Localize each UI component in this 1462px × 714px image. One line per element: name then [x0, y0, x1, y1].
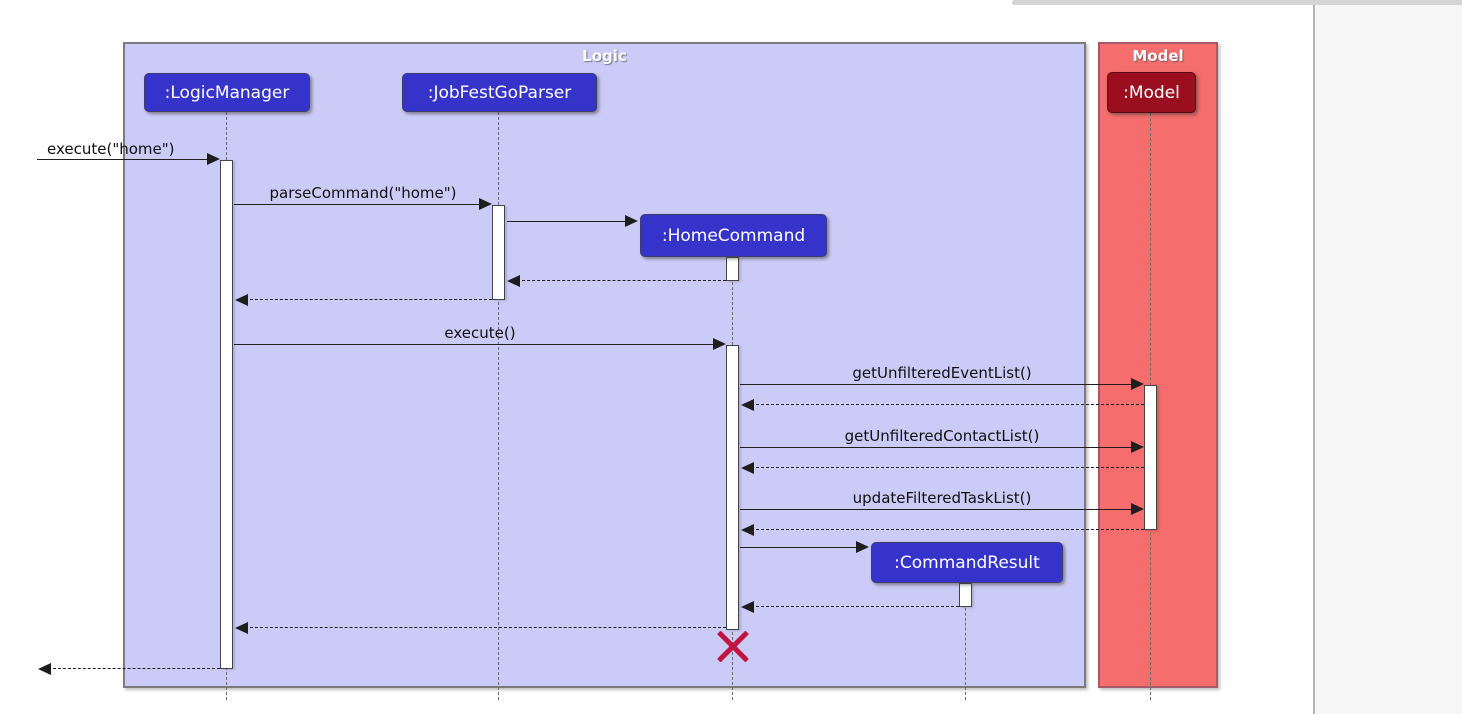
message-label-update-filtered-task-list: updateFilteredTaskList(): [852, 489, 1032, 507]
arrowhead-right-icon: [1131, 378, 1144, 390]
participant-label: :Model: [1123, 82, 1180, 103]
frame-model-title: Model: [1132, 47, 1184, 65]
arrowhead-right-icon: [207, 153, 220, 165]
message-line-update-filtered-task-list: [740, 509, 1134, 510]
return-line-model-to-home-command-3: [751, 529, 1144, 530]
arrowhead-right-icon: [1131, 441, 1144, 453]
return-line-logic-manager-to-caller: [48, 668, 220, 669]
return-line-home-command-to-parser: [517, 280, 726, 281]
message-line-parse-command: [234, 204, 482, 205]
activation-model: [1144, 385, 1157, 530]
participant-label: :CommandResult: [894, 552, 1040, 573]
arrowhead-left-icon: [38, 663, 51, 675]
arrowhead-left-icon: [741, 462, 754, 474]
return-line-model-to-home-command-2: [751, 467, 1144, 468]
activation-home-command-create: [726, 257, 739, 281]
message-line-create-command-result: [740, 547, 859, 548]
message-label-execute-home: execute("home"): [47, 140, 175, 158]
arrowhead-right-icon: [625, 215, 638, 227]
arrowhead-left-icon: [741, 601, 754, 613]
arrowhead-left-icon: [507, 275, 520, 287]
arrowhead-left-icon: [741, 399, 754, 411]
arrowhead-left-icon: [235, 294, 248, 306]
participant-label: :JobFestGoParser: [427, 82, 572, 103]
message-label-execute: execute(): [444, 324, 516, 342]
message-line-get-unfiltered-contact-list: [740, 447, 1134, 448]
participant-command-result: :CommandResult: [871, 542, 1063, 583]
participant-model: :Model: [1107, 72, 1196, 113]
arrowhead-right-icon: [856, 541, 869, 553]
return-line-parser-to-logic-manager: [245, 299, 492, 300]
message-line-create-home-command: [507, 221, 628, 222]
arrowhead-left-icon: [235, 622, 248, 634]
message-label-get-unfiltered-contact-list: getUnfilteredContactList(): [844, 427, 1040, 445]
frame-model: Model: [1098, 42, 1218, 688]
participant-home-command: :HomeCommand: [640, 214, 827, 257]
lifeline-command-result: [965, 583, 966, 700]
message-label-get-unfiltered-event-list: getUnfilteredEventList(): [852, 364, 1032, 382]
lifeline-jobfestgo-parser: [498, 112, 499, 700]
activation-command-result: [959, 583, 972, 607]
message-label-parse-command: parseCommand("home"): [269, 184, 457, 202]
participant-label: :HomeCommand: [661, 225, 806, 246]
arrowhead-left-icon: [741, 524, 754, 536]
participant-logic-manager: :LogicManager: [144, 73, 310, 112]
participant-label: :LogicManager: [164, 82, 290, 103]
return-line-command-result-to-home-command: [751, 606, 959, 607]
participant-jobfestgo-parser: :JobFestGoParser: [402, 73, 597, 112]
message-line-execute: [234, 344, 716, 345]
horizontal-scrollbar-thumb[interactable]: [1012, 0, 1462, 5]
panel-divider: [1313, 0, 1315, 714]
return-line-home-command-to-logic-manager: [245, 627, 726, 628]
side-panel: [1315, 0, 1462, 714]
arrowhead-right-icon: [479, 198, 492, 210]
activation-home-command-execute: [726, 345, 739, 630]
frame-logic-title: Logic: [582, 47, 627, 65]
activation-logic-manager: [220, 160, 233, 669]
arrowhead-right-icon: [1131, 503, 1144, 515]
return-line-model-to-home-command-1: [751, 404, 1144, 405]
arrowhead-right-icon: [713, 338, 726, 350]
activation-jobfestgo-parser: [492, 205, 505, 300]
message-line-execute-home: [37, 159, 210, 160]
destroy-x-icon: [715, 629, 751, 665]
message-line-get-unfiltered-event-list: [740, 384, 1134, 385]
